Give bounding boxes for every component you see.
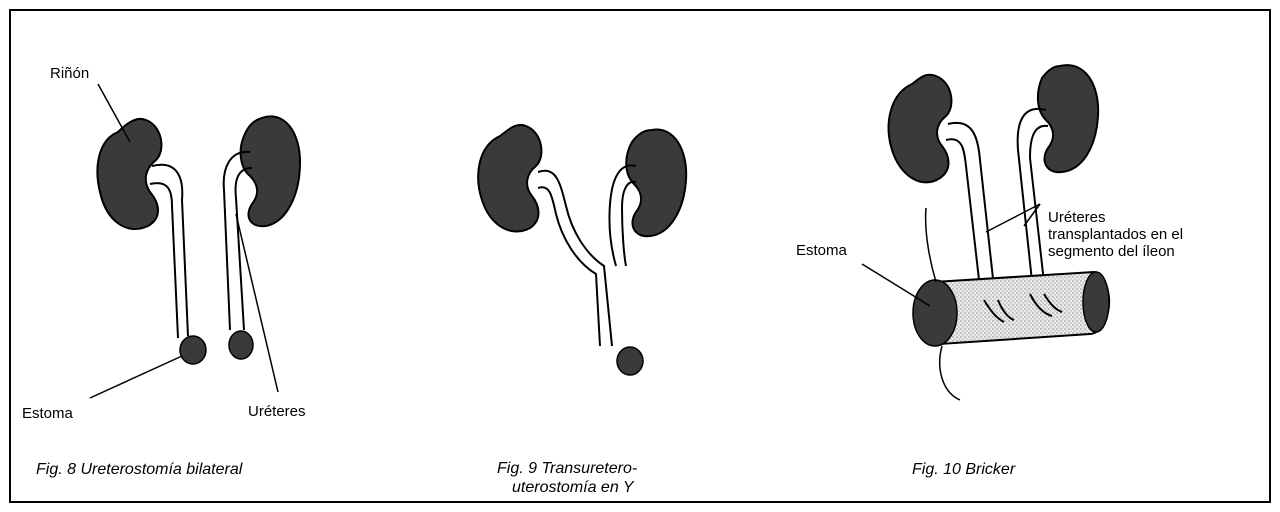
fig10-ureters-leader-a xyxy=(986,204,1040,232)
fig9-y-ureter xyxy=(538,165,636,346)
fig10-caption: Fig. 10 Bricker xyxy=(912,461,1016,478)
fig8-left-kidney xyxy=(97,119,161,229)
fig10-ureters-label-line1: Uréteres xyxy=(1048,209,1106,226)
fig8-stoma-label: Estoma xyxy=(22,405,74,422)
fig9-diagram xyxy=(478,125,686,375)
fig10-ureters-label-line2: transplantados en el xyxy=(1048,226,1183,243)
fig8-kidney-label: Riñón xyxy=(50,65,89,82)
fig8-ureters-label: Uréteres xyxy=(248,403,306,420)
fig9-left-kidney xyxy=(478,125,541,232)
fig8-stoma-leader xyxy=(90,356,182,398)
fig10-left-kidney xyxy=(889,75,952,183)
fig9-caption-line2: uterostomía en Y xyxy=(512,479,635,496)
fig10-bowel-upper xyxy=(926,208,936,282)
fig10-stoma xyxy=(913,280,957,346)
fig8-right-stoma xyxy=(229,331,253,359)
fig8-caption: Fig. 8 Ureterostomía bilateral xyxy=(36,461,243,478)
fig10-right-kidney xyxy=(1038,65,1098,172)
fig8-left-stoma xyxy=(180,336,206,364)
fig9-stoma xyxy=(617,347,643,375)
fig10-stoma-leader xyxy=(862,264,930,306)
fig8-right-kidney xyxy=(241,116,300,226)
fig10-bowel-lower xyxy=(940,346,960,400)
fig10-stoma-label: Estoma xyxy=(796,242,848,259)
fig10-ileum-end xyxy=(1083,272,1109,332)
fig8-left-ureter xyxy=(150,165,188,338)
fig8-diagram xyxy=(90,84,300,398)
fig10-ureters-label-line3: segmento del íleon xyxy=(1048,243,1175,260)
fig9-caption-line1: Fig. 9 Transuretero- xyxy=(497,460,637,477)
fig10-right-ureter xyxy=(1018,109,1048,300)
fig8-right-ureter xyxy=(224,152,252,330)
